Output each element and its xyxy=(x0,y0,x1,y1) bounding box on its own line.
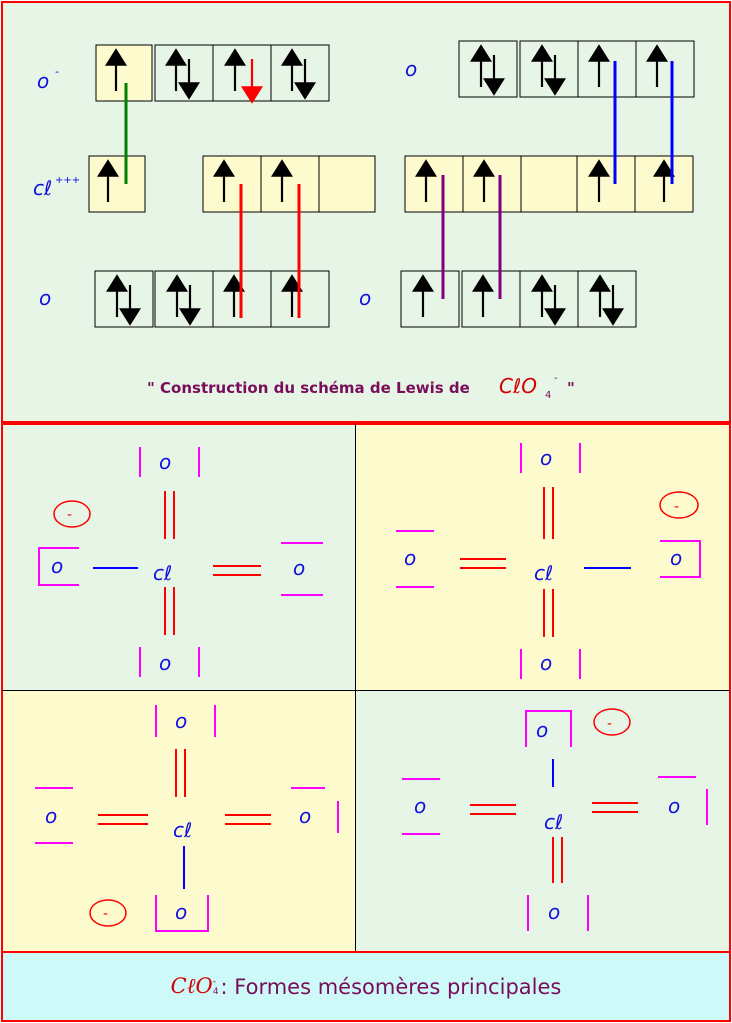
orbital-boxes xyxy=(88,40,695,328)
construction-caption: " Construction du schéma de Lewis de CℓO… xyxy=(147,373,575,401)
bond-lines xyxy=(124,61,674,318)
electron-arrows xyxy=(97,44,675,326)
footer-text: : Formes mésomères principales xyxy=(220,974,562,999)
lewis-structure-4: - o o o o cℓ xyxy=(356,691,731,951)
atom-o-left: o xyxy=(51,554,63,578)
label-o-right: o xyxy=(405,57,417,81)
footer-caption: CℓO-4: Formes mésomères principales xyxy=(3,953,729,1020)
caption-formula: CℓO xyxy=(499,374,537,398)
charge-label: - xyxy=(103,906,108,922)
footer-caption-panel: CℓO-4: Formes mésomères principales xyxy=(1,951,731,1022)
atom-o-top: o xyxy=(536,718,548,742)
orbital-diagram-panel: o - cℓ +++ o o o " Construction du schém… xyxy=(1,1,731,423)
lewis-structure-2: - o o o o cℓ xyxy=(356,423,731,691)
footer-formula: CℓO xyxy=(170,974,213,998)
footer-superscript: - xyxy=(212,975,216,987)
caption-prefix: " Construction du schéma de Lewis de xyxy=(147,379,470,397)
atom-o-bottom: o xyxy=(540,651,552,675)
label-cl-charge: +++ xyxy=(55,175,80,186)
atom-o-top: o xyxy=(175,709,187,733)
atom-o-right: o xyxy=(299,804,311,828)
label-o-bottom-left: o xyxy=(39,286,51,310)
atom-o-right: o xyxy=(668,794,680,818)
atom-o-top: o xyxy=(540,446,552,470)
lewis-structure-1: - o o o o cℓ xyxy=(1,423,356,691)
atom-cl: cℓ xyxy=(544,810,563,834)
lewis-structure-3: - o o o o cℓ xyxy=(1,691,356,951)
label-o-bottom-right: o xyxy=(359,286,371,310)
atom-o-right: o xyxy=(293,556,305,580)
atom-o-bottom: o xyxy=(159,651,171,675)
atom-o-bottom: o xyxy=(175,900,187,924)
atom-cl: cℓ xyxy=(534,561,553,585)
charge-label: - xyxy=(607,716,612,732)
atom-o-left: o xyxy=(404,546,416,570)
caption-suffix: " xyxy=(567,379,575,397)
atom-cl: cℓ xyxy=(153,561,172,585)
atom-o-top: o xyxy=(159,450,171,474)
atom-o-right: o xyxy=(670,546,682,570)
footer-subscript: 4 xyxy=(212,985,219,997)
caption-subscript: 4 xyxy=(545,390,551,401)
charge-label: - xyxy=(67,507,72,523)
label-o-minus-charge: - xyxy=(55,65,59,78)
caption-superscript: - xyxy=(554,373,558,384)
label-o-minus: o xyxy=(37,69,49,93)
atom-o-left: o xyxy=(45,804,57,828)
atom-o-left: o xyxy=(414,794,426,818)
charge-label: - xyxy=(674,499,679,515)
orbital-diagram: o - cℓ +++ o o o " Construction du schém… xyxy=(33,40,695,401)
label-cl: cℓ xyxy=(33,176,52,200)
atom-o-bottom: o xyxy=(548,900,560,924)
atom-cl: cℓ xyxy=(173,818,192,842)
